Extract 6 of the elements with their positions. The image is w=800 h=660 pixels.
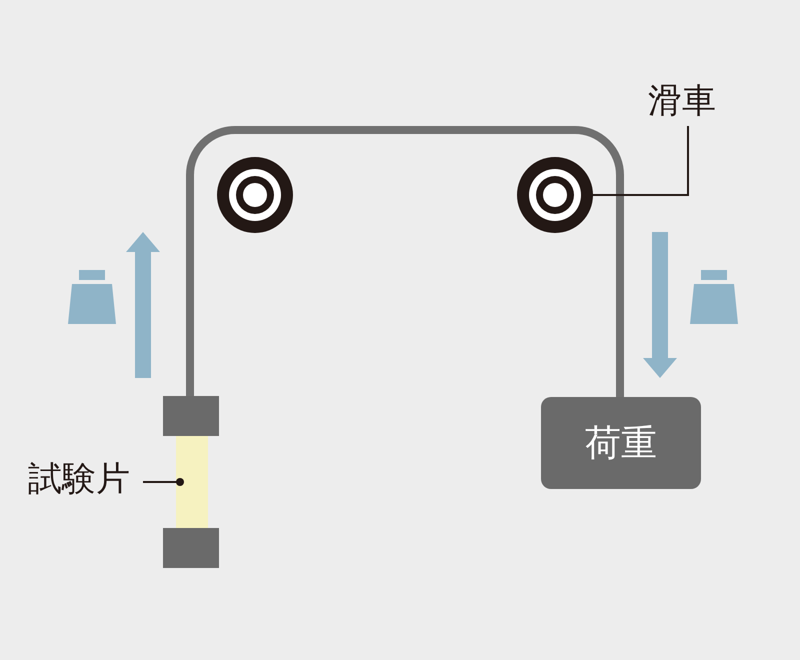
test-specimen [176, 436, 208, 528]
box-label: 荷重 [585, 422, 657, 466]
part-label: 試験片 [28, 459, 130, 499]
load-box [541, 397, 701, 489]
part-label: 滑車 [648, 81, 716, 121]
leader-line [143, 478, 184, 486]
